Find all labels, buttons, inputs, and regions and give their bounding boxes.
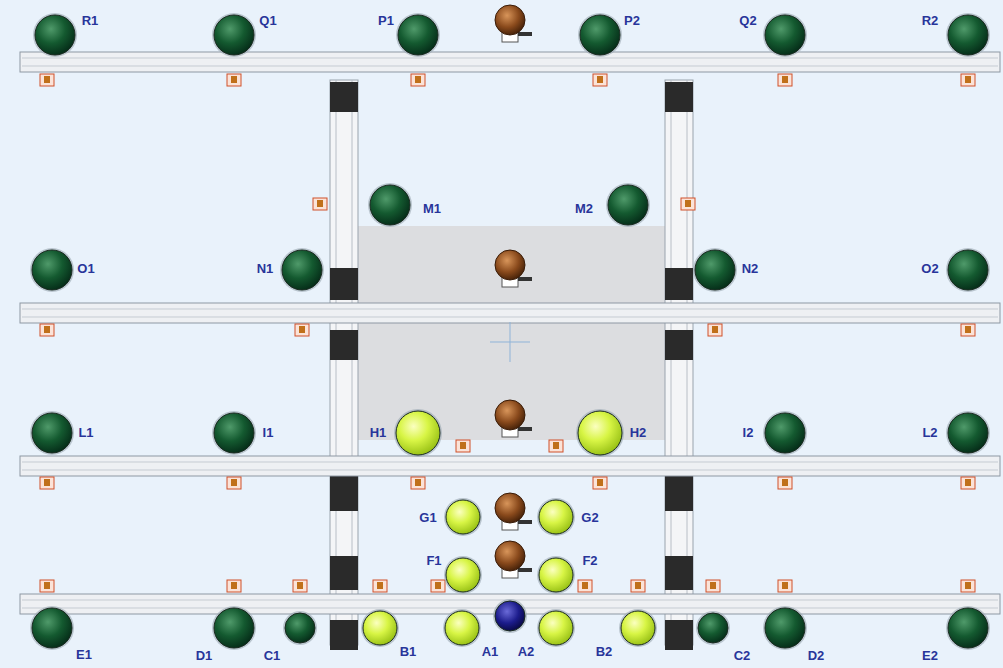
brown-lamp <box>495 400 525 430</box>
lamp-label: D1 <box>196 649 213 662</box>
lamp <box>765 413 805 453</box>
lamp-label: O2 <box>921 262 938 275</box>
lamp <box>370 185 410 225</box>
lamp <box>32 608 72 648</box>
lamp-label: I1 <box>263 426 274 439</box>
lamp-label: H1 <box>370 426 387 439</box>
conveyor-block <box>330 620 358 650</box>
lamp <box>282 250 322 290</box>
lamp <box>578 411 622 455</box>
lamp-label: E2 <box>922 649 938 662</box>
lamp <box>396 411 440 455</box>
lamp-label: A2 <box>518 645 535 658</box>
lamp <box>948 250 988 290</box>
lamp-label: R2 <box>922 14 939 27</box>
lamp <box>948 413 988 453</box>
brown-lamp <box>495 5 525 35</box>
conveyor-block <box>665 330 693 360</box>
lamp-label: C2 <box>734 649 751 662</box>
lamp <box>539 558 573 592</box>
lamp <box>363 611 397 645</box>
lamp-label: A1 <box>482 645 499 658</box>
lamp-label: O1 <box>77 262 94 275</box>
lamp <box>285 613 315 643</box>
lamp-label: R1 <box>82 14 99 27</box>
lamp-label: B1 <box>400 645 417 658</box>
lamp-label: L2 <box>922 426 937 439</box>
lamp <box>32 413 72 453</box>
lamp <box>32 250 72 290</box>
lamp <box>948 15 988 55</box>
lamp-label: G2 <box>581 511 598 524</box>
center-panel <box>358 226 665 440</box>
lamp <box>621 611 655 645</box>
lamp <box>214 15 254 55</box>
lamp <box>495 601 525 631</box>
lamp-label: C1 <box>264 649 281 662</box>
sensors <box>40 74 975 592</box>
lamp <box>398 15 438 55</box>
conveyor-block <box>330 556 358 590</box>
lamp-label: F1 <box>426 554 441 567</box>
lamp <box>35 15 75 55</box>
lamp-label: E1 <box>76 648 92 661</box>
lamp-label: G1 <box>419 511 436 524</box>
lamp-label: M1 <box>423 202 441 215</box>
lamps <box>30 13 990 650</box>
brown-lamp <box>495 493 525 523</box>
conveyor-block <box>665 483 693 511</box>
conveyor-block <box>330 268 358 300</box>
lamp <box>698 613 728 643</box>
lamp-label: I2 <box>743 426 754 439</box>
conveyor-block <box>665 556 693 590</box>
conveyor-block <box>330 82 358 112</box>
lamp-label: N2 <box>742 262 759 275</box>
lamp <box>214 413 254 453</box>
lamp <box>695 250 735 290</box>
lamp <box>539 500 573 534</box>
lamp-label: F2 <box>582 554 597 567</box>
lamp-label: M2 <box>575 202 593 215</box>
lamp <box>539 611 573 645</box>
conveyor-block <box>665 82 693 112</box>
conveyor-block <box>665 268 693 300</box>
lamp <box>446 558 480 592</box>
lamp <box>608 185 648 225</box>
lamp-label: Q1 <box>259 14 276 27</box>
lamp-label: L1 <box>78 426 93 439</box>
lamp-label: P2 <box>624 14 640 27</box>
lamp <box>445 611 479 645</box>
vertical-conveyor <box>665 80 693 645</box>
lamp-label: D2 <box>808 649 825 662</box>
lamp <box>214 608 254 648</box>
conveyor-block <box>665 620 693 650</box>
conveyor-rail <box>20 303 1000 323</box>
conveyor-block <box>330 330 358 360</box>
horizontal-conveyors <box>20 52 1000 614</box>
lamp <box>446 500 480 534</box>
lamp-label: P1 <box>378 14 394 27</box>
lamp-label: B2 <box>596 645 613 658</box>
lamp <box>765 608 805 648</box>
conveyor-rail <box>20 456 1000 476</box>
vertical-conveyors <box>330 80 693 650</box>
lamp-label: N1 <box>257 262 274 275</box>
lamp-label: Q2 <box>739 14 756 27</box>
lamp <box>765 15 805 55</box>
lamp-label: H2 <box>630 426 647 439</box>
brown-lamps <box>490 5 532 578</box>
lamp <box>948 608 988 648</box>
brown-lamp <box>495 541 525 571</box>
lamp <box>580 15 620 55</box>
conveyor-rail <box>20 52 1000 72</box>
brown-lamp <box>495 250 525 280</box>
vertical-conveyor <box>330 80 358 645</box>
conveyor-block <box>330 483 358 511</box>
